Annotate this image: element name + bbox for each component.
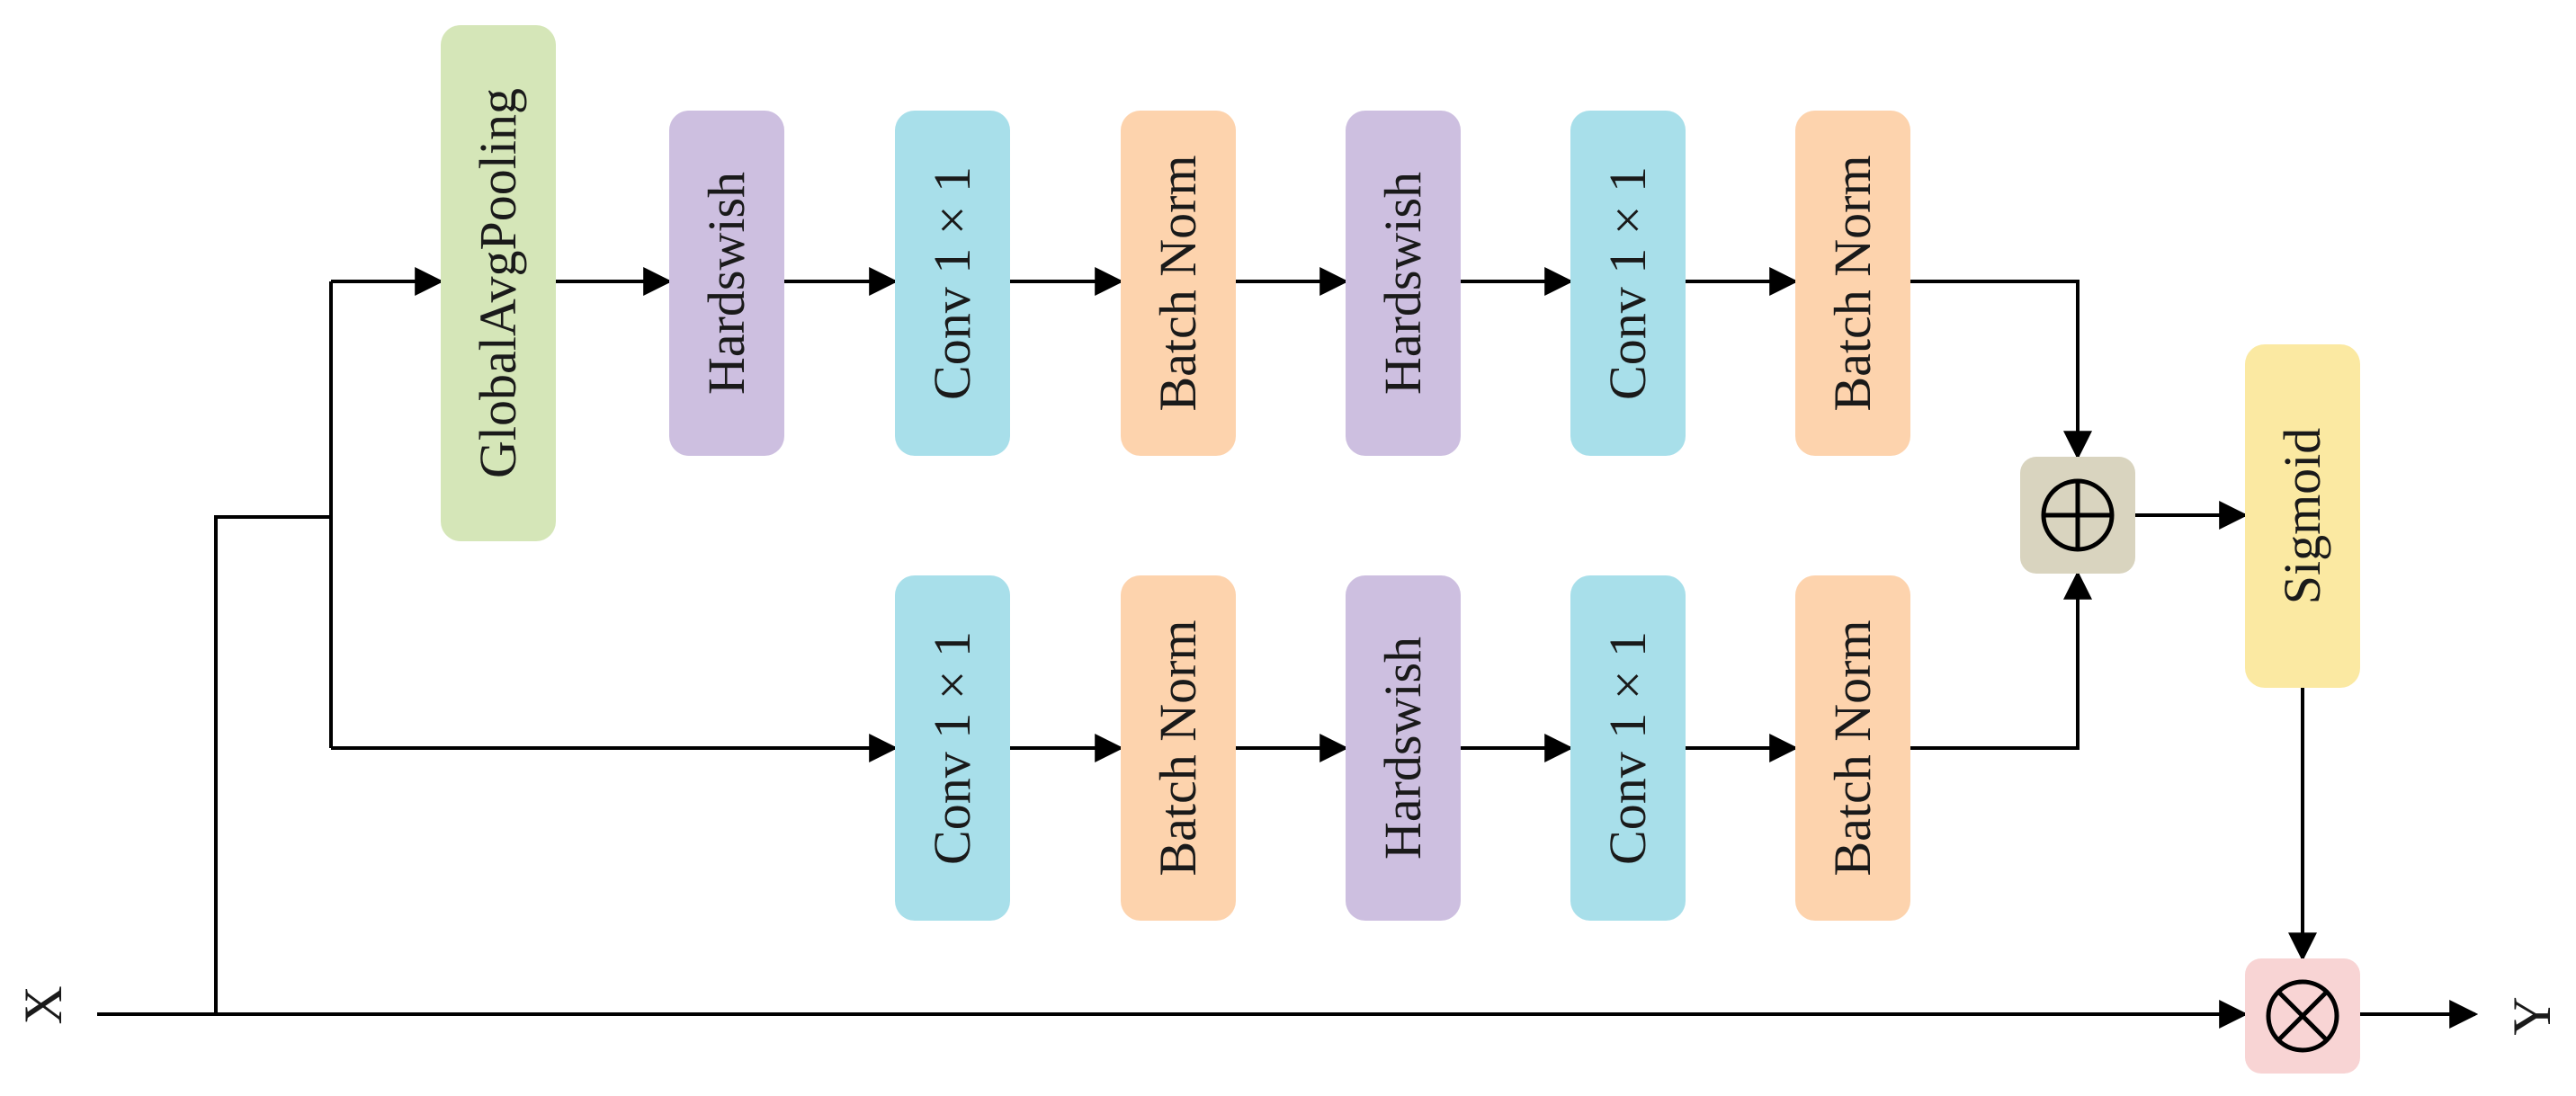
batch-norm-block-top-2: Batch Norm	[1795, 111, 1910, 456]
multiply-icon	[2266, 979, 2339, 1053]
hardswish-block-bottom: Hardswish	[1346, 575, 1461, 921]
multiply-operation	[2245, 958, 2360, 1074]
add-operation	[2020, 457, 2135, 574]
output-label: Y	[2502, 996, 2562, 1036]
block-label: Batch Norm	[1149, 155, 1207, 412]
input-label: X	[13, 985, 73, 1025]
block-label: Conv 1 × 1	[923, 631, 981, 865]
conv-block-top-2: Conv 1 × 1	[1570, 111, 1686, 456]
arrow-bottom-to-add	[1910, 570, 2092, 750]
batch-norm-block-top-1: Batch Norm	[1121, 111, 1236, 456]
block-label: Conv 1 × 1	[1598, 631, 1657, 865]
hardswish-block-top-1: Hardswish	[669, 111, 784, 456]
block-label: Conv 1 × 1	[923, 166, 981, 400]
sigmoid-block: Sigmoid	[2245, 344, 2360, 688]
batch-norm-block-bottom-2: Batch Norm	[1795, 575, 1910, 921]
conv-block-bottom-1: Conv 1 × 1	[895, 575, 1010, 921]
block-label: Batch Norm	[1823, 619, 1882, 877]
block-label: Hardswish	[1373, 171, 1432, 396]
add-icon	[2041, 478, 2115, 552]
block-label: Batch Norm	[1149, 619, 1207, 877]
block-label: Sigmoid	[2273, 427, 2331, 605]
block-label: Hardswish	[697, 171, 756, 396]
block-label: Hardswish	[1373, 636, 1432, 860]
split-trunk	[214, 515, 331, 1014]
block-label: GlobalAvgPooling	[469, 88, 527, 478]
conv-block-bottom-2: Conv 1 × 1	[1570, 575, 1686, 921]
conv-block-top-1: Conv 1 × 1	[895, 111, 1010, 456]
block-label: Conv 1 × 1	[1598, 166, 1657, 400]
batch-norm-block-bottom-1: Batch Norm	[1121, 575, 1236, 921]
block-label: Batch Norm	[1823, 155, 1882, 412]
global-avg-pooling-block: GlobalAvgPooling	[441, 25, 556, 541]
hardswish-block-top-2: Hardswish	[1346, 111, 1461, 456]
arrow-top-to-add	[1910, 280, 2092, 460]
